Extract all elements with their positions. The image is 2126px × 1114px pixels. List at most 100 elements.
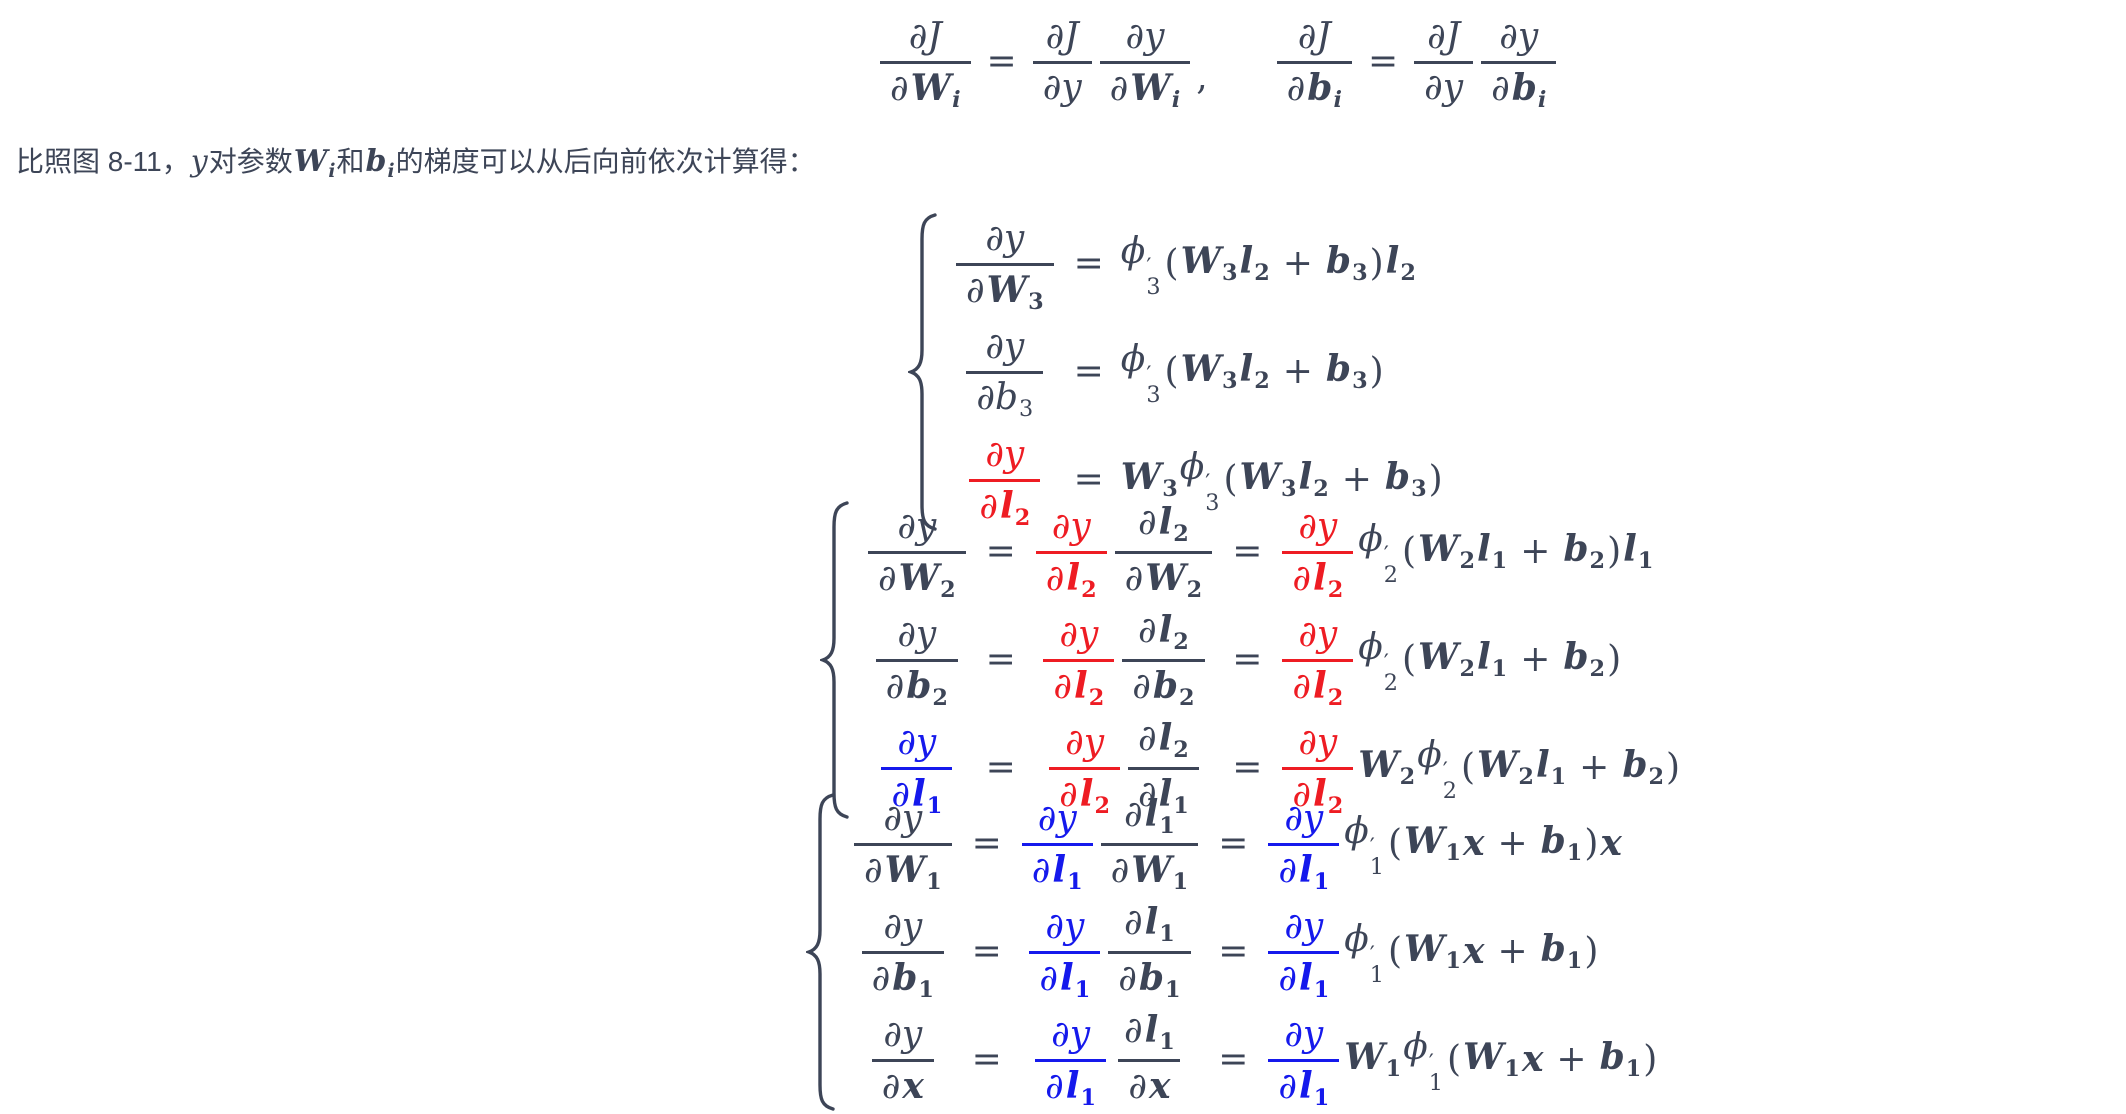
math-token: ∂ bbox=[1278, 850, 1297, 891]
math-token: ∂y bbox=[1050, 1017, 1091, 1053]
fraction-denominator: ∂y bbox=[1414, 61, 1474, 116]
math-token: ∂J bbox=[1045, 16, 1079, 57]
subscript: 2 bbox=[1459, 656, 1475, 683]
superscript: ′ bbox=[1146, 362, 1152, 389]
fraction: ∂y∂l2 bbox=[1049, 714, 1120, 822]
fraction: ∂l1∂b1 bbox=[1108, 898, 1191, 1006]
math-token: l2 bbox=[1313, 665, 1344, 712]
subscript: 1 bbox=[1369, 854, 1384, 881]
subscript: 3 bbox=[1280, 476, 1297, 503]
math-token: Wi bbox=[293, 144, 336, 182]
fraction-denominator: ∂bi bbox=[1276, 61, 1352, 116]
fraction: ∂y∂l1 bbox=[1268, 790, 1340, 898]
fraction: ∂y∂l1 bbox=[1268, 1006, 1340, 1114]
math-token: ) bbox=[1369, 243, 1384, 285]
math-token: = bbox=[985, 531, 1016, 573]
math-token: l2 bbox=[1239, 240, 1270, 287]
fraction-denominator: ∂l2 bbox=[1035, 551, 1107, 606]
fraction-numerator: ∂y bbox=[1028, 790, 1087, 843]
fraction: ∂J∂Wi bbox=[880, 8, 971, 116]
math-token: ∂W3 bbox=[965, 272, 1045, 313]
math-token: b1 bbox=[1540, 820, 1583, 867]
fraction-denominator: ∂l1 bbox=[881, 767, 953, 822]
math-token: W2 bbox=[1476, 744, 1534, 791]
subscript: 2 bbox=[1399, 764, 1416, 791]
math-token: ∂y bbox=[1298, 722, 1338, 763]
math-token: ∂W1 bbox=[1110, 852, 1190, 893]
fraction-numerator: ∂J bbox=[899, 8, 952, 61]
fraction-numerator: ∂y bbox=[1288, 498, 1347, 551]
fraction-denominator: ∂l2 bbox=[1043, 659, 1115, 714]
math-token: ∂ bbox=[871, 958, 891, 999]
math-token: ∂ bbox=[1292, 774, 1311, 815]
equation-cell: = bbox=[958, 1039, 1016, 1080]
equation-cell: ∂y∂l2∂l2∂l1 bbox=[1043, 714, 1205, 822]
math-token: ∂y bbox=[984, 329, 1025, 365]
subscript: 2 bbox=[932, 685, 948, 712]
math-token: b2 bbox=[1563, 636, 1606, 683]
math-token: W1 bbox=[884, 849, 942, 896]
subscript: 3 bbox=[1162, 476, 1178, 503]
math-token: ∂y bbox=[985, 326, 1025, 367]
subscript: i bbox=[1537, 87, 1547, 114]
fraction: ∂y∂l2 bbox=[969, 426, 1041, 534]
inline-math: Wi bbox=[293, 144, 337, 182]
equation-cell: = bbox=[1218, 639, 1276, 680]
math-token: ∂x bbox=[881, 1068, 925, 1105]
math-token: ∂y bbox=[1297, 617, 1338, 653]
math-token: ) bbox=[1428, 459, 1443, 501]
math-token: ϕ′1 bbox=[1344, 918, 1384, 989]
math-token: l2 bbox=[1158, 716, 1189, 763]
fraction: ∂y∂l1 bbox=[1035, 1006, 1106, 1114]
math-token: ∂J bbox=[1427, 16, 1461, 57]
math-token: l2 bbox=[1074, 665, 1105, 712]
math-token: ∂l2 bbox=[978, 488, 1031, 529]
math-token: l1 bbox=[1060, 957, 1091, 1004]
subscript: i bbox=[1171, 87, 1181, 114]
math-token: W2 bbox=[898, 557, 956, 604]
math-token: + bbox=[1520, 639, 1551, 681]
subscript: 2 bbox=[1173, 736, 1189, 763]
math-token: ∂y bbox=[1051, 509, 1092, 545]
math-token: ∂l1 bbox=[890, 776, 943, 817]
left-curly-brace-svg bbox=[804, 793, 835, 1111]
math-token: ∂ bbox=[1109, 68, 1129, 109]
fraction-denominator: ∂Wi bbox=[880, 61, 971, 116]
math-token: ∂y bbox=[985, 218, 1025, 259]
equation-cell: = bbox=[958, 823, 1016, 864]
math-token: ∂ bbox=[881, 1066, 901, 1107]
math-token: W2 bbox=[1358, 744, 1416, 791]
math-token: = bbox=[1232, 639, 1263, 681]
math-token: ∂y bbox=[896, 617, 937, 653]
fraction-denominator: ∂l2 bbox=[1282, 767, 1354, 822]
math-token: = bbox=[1232, 747, 1263, 789]
math-token: l1 bbox=[1476, 636, 1508, 683]
math-token: b2 bbox=[906, 665, 948, 712]
superscript: ′ bbox=[1146, 254, 1152, 281]
subscript: 1 bbox=[1074, 977, 1091, 1004]
subscript: 1 bbox=[1428, 1070, 1443, 1097]
equation-cell: ∂y∂x bbox=[866, 1006, 940, 1114]
subscript: 3 bbox=[1146, 382, 1161, 409]
fraction-numerator: ∂y bbox=[1041, 1006, 1100, 1059]
fraction-numerator: ∂y bbox=[873, 790, 932, 843]
math-token: Wi bbox=[910, 67, 961, 114]
subscript: 1 bbox=[1159, 1028, 1175, 1055]
math-token: ∂y bbox=[1045, 906, 1085, 947]
left-curly-brace-icon bbox=[804, 793, 836, 1111]
math-token: b1 bbox=[1138, 957, 1181, 1004]
fraction: ∂l2∂W2 bbox=[1114, 498, 1213, 606]
math-token: y bbox=[190, 144, 208, 179]
math-token: ∂ bbox=[1278, 1066, 1297, 1107]
subscript: 2 bbox=[1400, 260, 1416, 287]
subscript: 2 bbox=[1383, 670, 1398, 697]
math-token: ( bbox=[1401, 639, 1417, 681]
equation-cell: = bbox=[1218, 531, 1276, 572]
math-token: l2 bbox=[1313, 557, 1344, 604]
fraction-denominator: ∂W2 bbox=[1114, 551, 1213, 606]
equation-cell: ∂y ∂l2∂l2∂W2 bbox=[1030, 498, 1218, 606]
fraction-numerator: ∂y bbox=[975, 210, 1034, 263]
math-token: ∂l2 bbox=[1291, 560, 1344, 601]
